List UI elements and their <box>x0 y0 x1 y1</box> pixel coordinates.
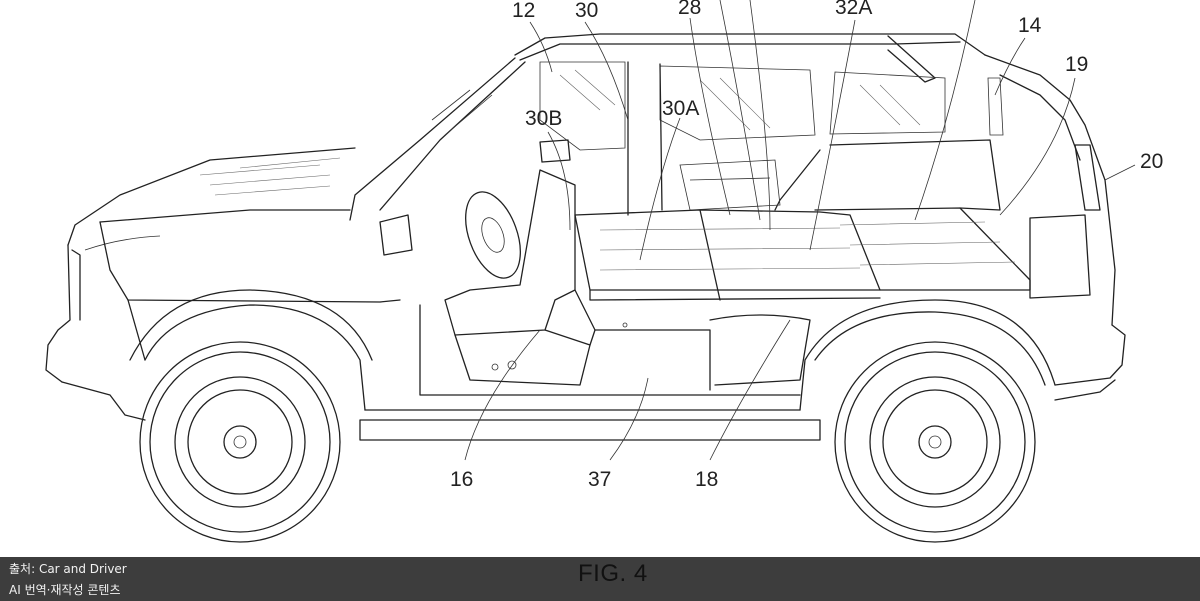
ref-32A: 32A <box>835 0 872 19</box>
ref-28: 28 <box>678 0 701 19</box>
ref-14: 14 <box>1018 14 1042 37</box>
reference-numerals: 12 30 28 32 32A 14 19 20 30B 30A 16 37 1… <box>450 0 1163 491</box>
ref-12: 12 <box>512 0 535 22</box>
vehicle-body <box>45 33 1126 441</box>
ref-16: 16 <box>450 468 473 491</box>
ref-18: 18 <box>695 468 718 491</box>
ai-content-notice: AI 번역·재작성 콘텐츠 <box>9 583 121 597</box>
figure-label: FIG. 4 <box>578 560 648 587</box>
patent-vehicle-drawing: 12 30 28 32 32A 14 19 20 30B 30A 16 37 1… <box>45 0 1163 543</box>
ref-30B: 30B <box>525 107 562 130</box>
leader-lines <box>464 0 1136 461</box>
ref-20: 20 <box>1140 150 1163 173</box>
ref-32: 32 <box>748 0 771 3</box>
ref-19: 19 <box>1065 53 1088 76</box>
ref-30: 30 <box>575 0 598 22</box>
ref-37: 37 <box>588 468 611 491</box>
rear-wheel <box>834 341 1036 543</box>
front-wheel <box>139 341 341 543</box>
windows <box>539 61 1004 151</box>
ref-30A: 30A <box>662 97 699 120</box>
interior <box>379 61 1031 396</box>
source-credit: 출처: Car and Driver <box>9 562 127 576</box>
source-caption-bar: 출처: Car and Driver AI 번역·재작성 콘텐츠 <box>0 557 1200 601</box>
